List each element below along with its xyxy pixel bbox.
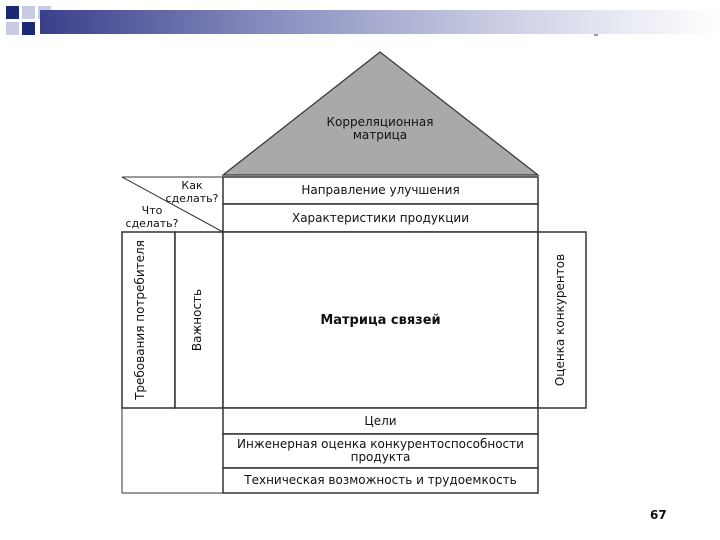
- matrix-label: Матрица связей: [320, 312, 441, 328]
- goals-label: Цели: [364, 413, 397, 428]
- improvement-row: [222, 176, 539, 205]
- engineering-row: [222, 433, 539, 469]
- decorative-tick: [594, 34, 598, 36]
- improvement-label: Направление улучшения: [301, 183, 460, 197]
- corner-what-label: Что сделать?: [125, 204, 179, 230]
- page-number: 67: [650, 508, 667, 522]
- competitor-assessment-column: [537, 231, 587, 409]
- engineering-label: Инженерная оценка конкурентоспособности …: [237, 437, 524, 464]
- corner-how-label: Как сделать?: [165, 179, 219, 205]
- competitors-label: Оценка конкурентов: [553, 253, 567, 387]
- relationship-matrix: [222, 231, 539, 409]
- importance-column: [174, 231, 224, 409]
- roof-label: Корреляционная матрица: [326, 115, 434, 142]
- requirements-label: Требования потребителя: [133, 240, 147, 400]
- requirements-column: [121, 231, 176, 409]
- technical-row: [222, 467, 539, 494]
- header-gradient-bar: [40, 10, 720, 34]
- goals-row: [222, 407, 539, 435]
- roof-correlation-matrix: [221, 51, 540, 176]
- characteristics-row: [222, 203, 539, 233]
- corner-diagonal: [121, 176, 224, 233]
- characteristics-label: Характеристики продукции: [291, 210, 470, 225]
- importance-label: Важность: [190, 288, 204, 352]
- technical-label: Техническая возможность и трудоемкость: [244, 473, 517, 487]
